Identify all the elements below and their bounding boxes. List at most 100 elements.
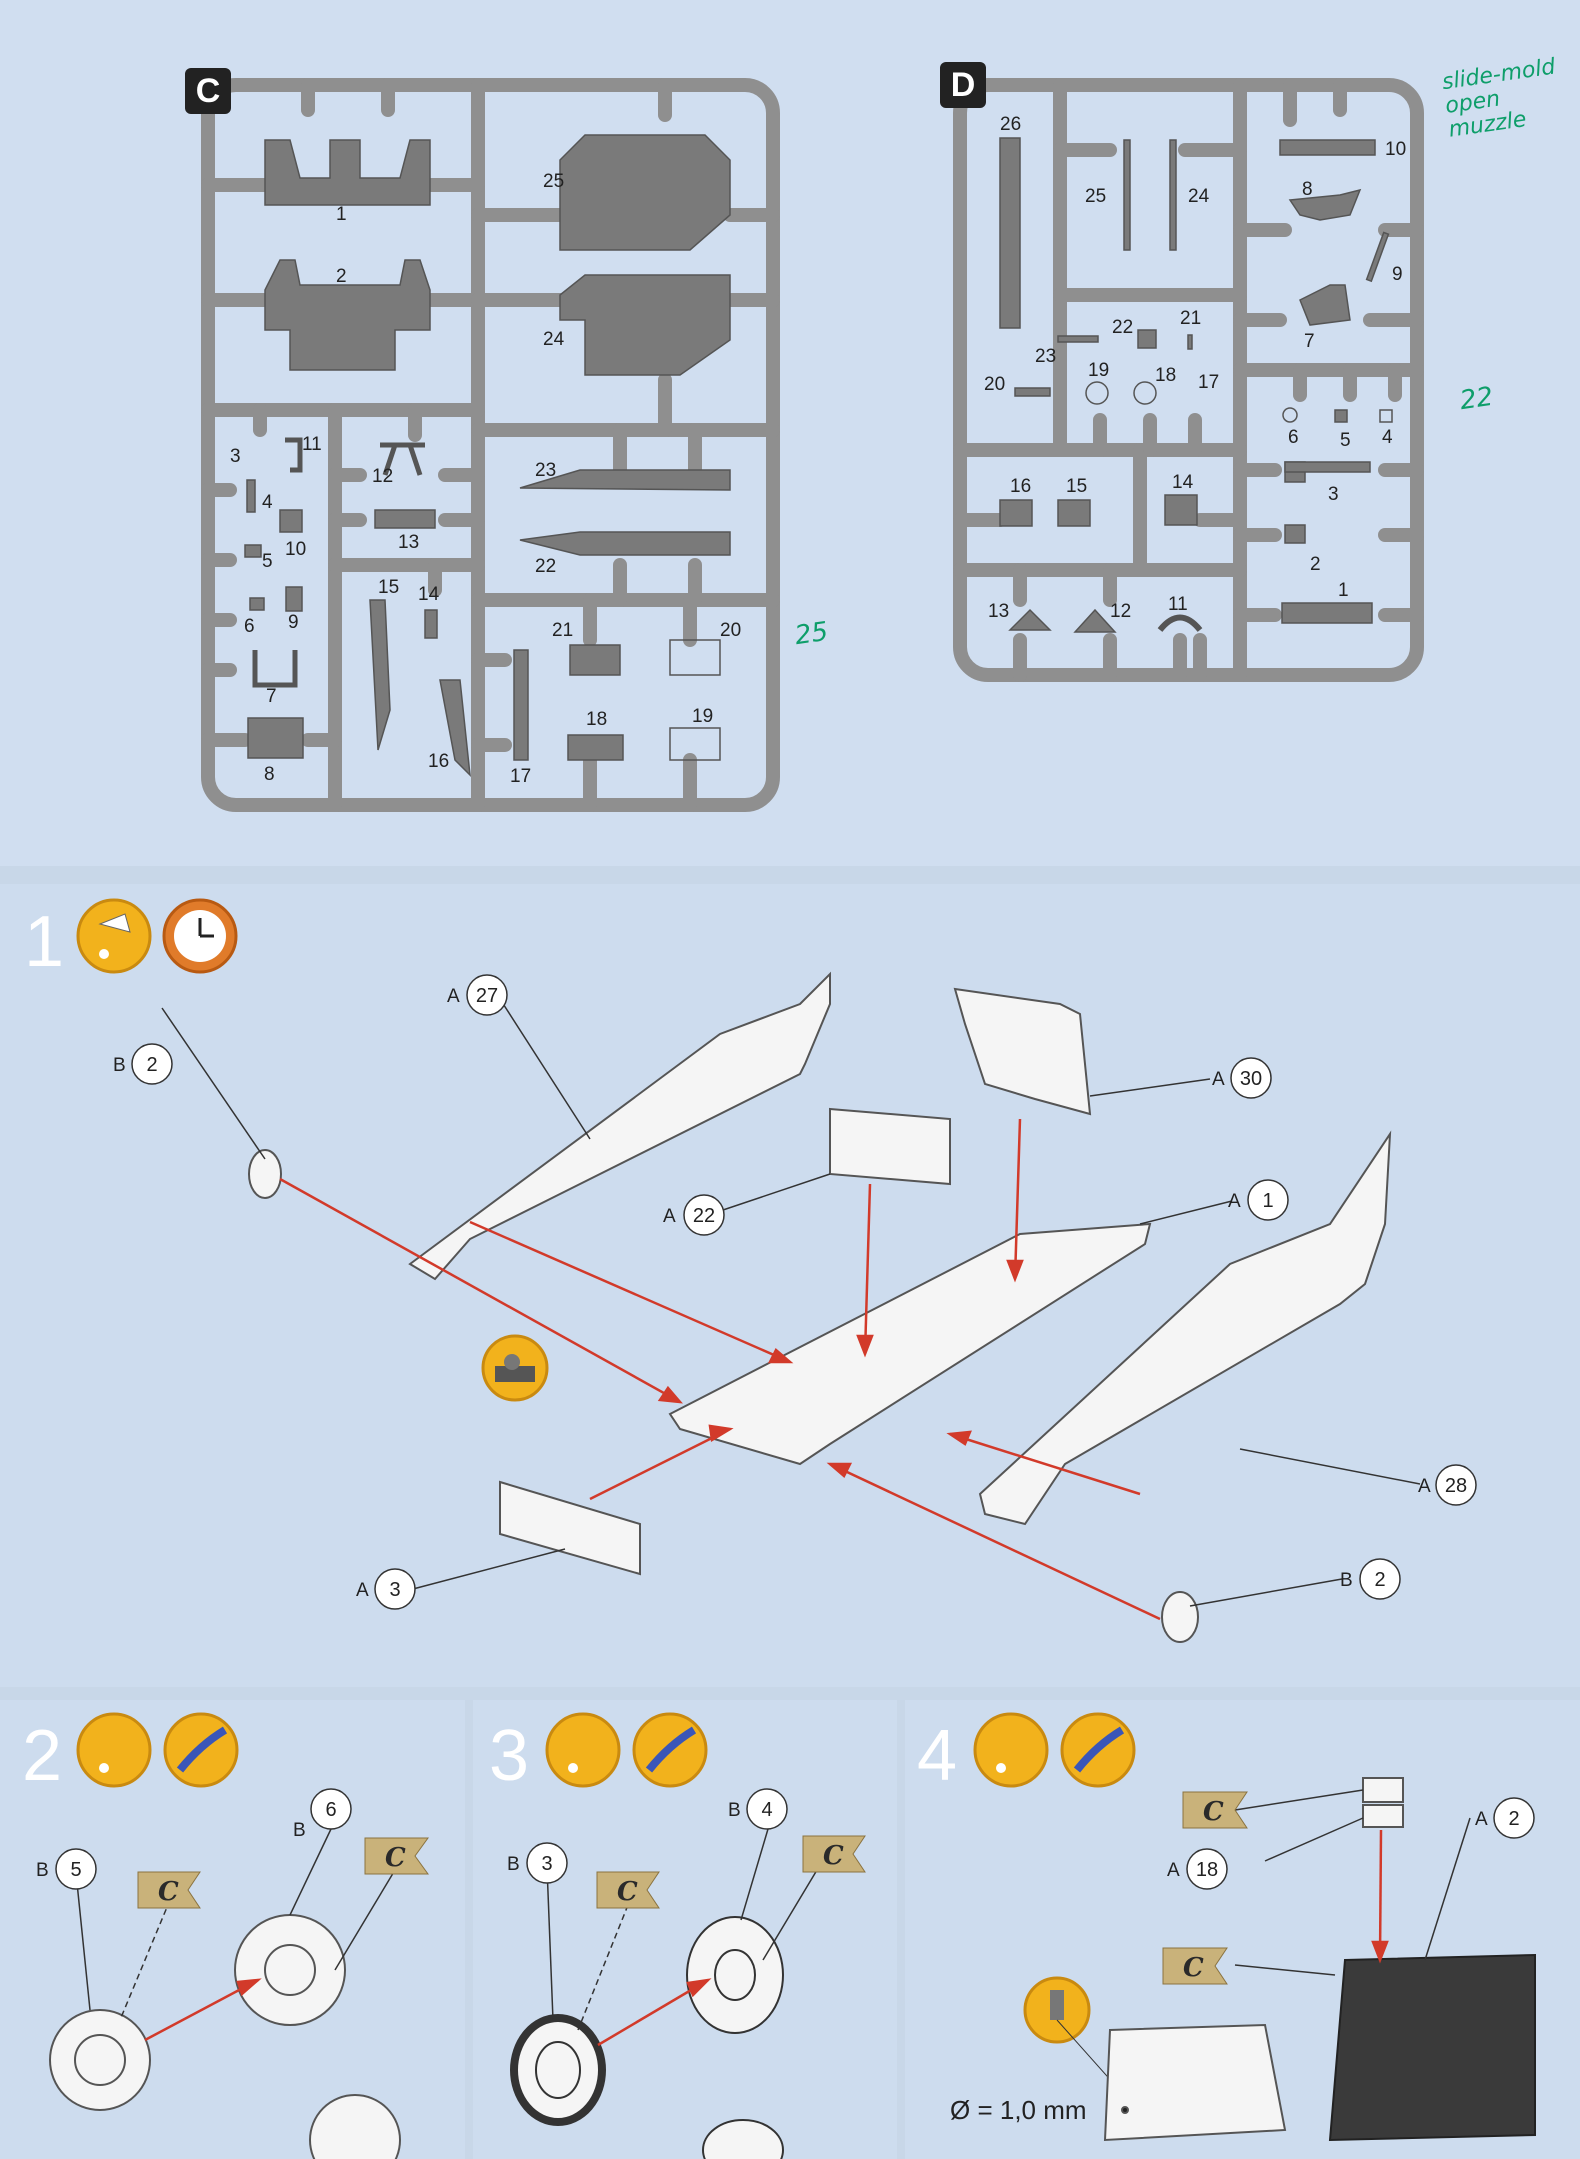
label-c1: 1 xyxy=(336,204,347,225)
part-d7 xyxy=(1299,284,1351,326)
part-d11 xyxy=(1157,614,1203,632)
svg-text:A: A xyxy=(1167,1860,1180,1881)
part-a18-lower xyxy=(1362,1804,1404,1828)
svg-text:A: A xyxy=(1228,1191,1241,1212)
label-c6: 6 xyxy=(244,616,255,637)
sprue-flag-c: C xyxy=(1182,1791,1248,1829)
part-d13 xyxy=(1008,608,1052,631)
label-d11: 11 xyxy=(1168,594,1188,615)
label-c14: 14 xyxy=(418,584,440,605)
label-d18: 18 xyxy=(1155,365,1176,386)
svg-text:B: B xyxy=(293,1820,306,1841)
svg-text:1: 1 xyxy=(1262,1190,1273,1212)
paint-brush-icon xyxy=(632,1712,708,1788)
svg-text:18: 18 xyxy=(1196,1859,1218,1881)
label-c15: 15 xyxy=(378,577,399,598)
part-c25 xyxy=(559,134,731,251)
label-d7: 7 xyxy=(1304,331,1315,352)
sprue-d-parts xyxy=(999,137,1393,633)
clock-icon xyxy=(162,898,238,974)
part-b2-left xyxy=(248,1149,282,1199)
svg-text:C: C xyxy=(158,1877,179,1907)
label-d1: 1 xyxy=(1338,580,1349,601)
part-c12 xyxy=(380,442,425,476)
leader-lines xyxy=(1234,1789,1471,1976)
assembly-arrows xyxy=(144,1978,262,2042)
leader-lines xyxy=(75,1828,396,2021)
label-d2: 2 xyxy=(1310,554,1321,575)
arrow xyxy=(279,1177,681,1404)
label-c18: 18 xyxy=(586,709,607,730)
paint-brush-icon xyxy=(1060,1712,1136,1788)
engine-deck-parts xyxy=(1103,1777,1536,2142)
label-d25: 25 xyxy=(1085,186,1106,207)
part-c2 xyxy=(264,259,431,371)
part-c22 xyxy=(519,531,731,556)
sprocket-parts xyxy=(49,1914,401,2159)
svg-text:C: C xyxy=(385,1843,406,1873)
svg-text:30: 30 xyxy=(1240,1068,1262,1090)
part-d19 xyxy=(1085,381,1109,405)
part-c6 xyxy=(249,597,265,611)
drill-size-label: Ø = 1,0 mm xyxy=(950,2095,1087,2125)
svg-text:22: 22 xyxy=(693,1205,715,1227)
label-c11: 11 xyxy=(302,434,322,455)
step-number: 2 xyxy=(22,1716,63,1796)
arrowhead xyxy=(856,1334,874,1358)
part-a18 xyxy=(1362,1777,1404,1803)
part-c21 xyxy=(569,644,621,676)
step-1-panel: 1 xyxy=(0,884,1580,1687)
assembly-arrows xyxy=(1371,1829,1389,1964)
arrow xyxy=(863,1183,872,1355)
glue-icon xyxy=(76,1712,152,1788)
svg-text:A: A xyxy=(1475,1809,1488,1830)
part-c15 xyxy=(369,599,391,751)
part-a28 xyxy=(978,1130,1392,1526)
label-c12: 12 xyxy=(372,466,393,487)
part-c5 xyxy=(244,544,262,558)
part-d20 xyxy=(1014,387,1051,397)
sprue-flag-c: C xyxy=(137,1871,201,1909)
label-c13: 13 xyxy=(398,532,419,553)
part-c24 xyxy=(559,274,731,376)
part-c7 xyxy=(252,650,298,688)
part-d6 xyxy=(1282,407,1298,423)
part-c17 xyxy=(513,649,529,761)
label-d21: 21 xyxy=(1180,308,1201,329)
step-number: 3 xyxy=(489,1716,530,1796)
part-a30 xyxy=(953,987,1092,1116)
callout-b6: B6 xyxy=(293,1788,352,1841)
hull-parts xyxy=(248,971,1392,1643)
tape-icon xyxy=(481,1334,549,1402)
svg-text:C: C xyxy=(1203,1797,1224,1827)
svg-text:27: 27 xyxy=(476,985,498,1007)
label-c21: 21 xyxy=(552,620,573,641)
part-c1 xyxy=(264,139,431,206)
svg-text:2: 2 xyxy=(1508,1808,1519,1830)
part-c11 xyxy=(285,437,303,473)
label-d22: 22 xyxy=(1112,317,1133,338)
part-d1 xyxy=(1281,602,1373,624)
sprue-flag-c: C xyxy=(1162,1947,1228,1985)
leader-lines xyxy=(546,1828,824,2031)
paint-brush-icon xyxy=(163,1712,239,1788)
step-number: 4 xyxy=(917,1716,958,1796)
assembly-arrows xyxy=(597,1978,712,2047)
label-d9: 9 xyxy=(1392,264,1403,285)
part-c9 xyxy=(285,586,303,612)
label-d19: 19 xyxy=(1088,360,1109,381)
sprue-c-badge: C xyxy=(185,68,231,114)
label-c2: 2 xyxy=(336,266,347,287)
sprue-flag-c: C xyxy=(596,1871,660,1909)
arrowhead xyxy=(1006,1259,1024,1283)
svg-text:28: 28 xyxy=(1445,1475,1467,1497)
part-c14 xyxy=(424,609,438,639)
label-d6: 6 xyxy=(1288,427,1299,448)
glue-icon xyxy=(76,898,152,974)
arrow xyxy=(1013,1118,1022,1280)
label-c9: 9 xyxy=(288,612,299,633)
